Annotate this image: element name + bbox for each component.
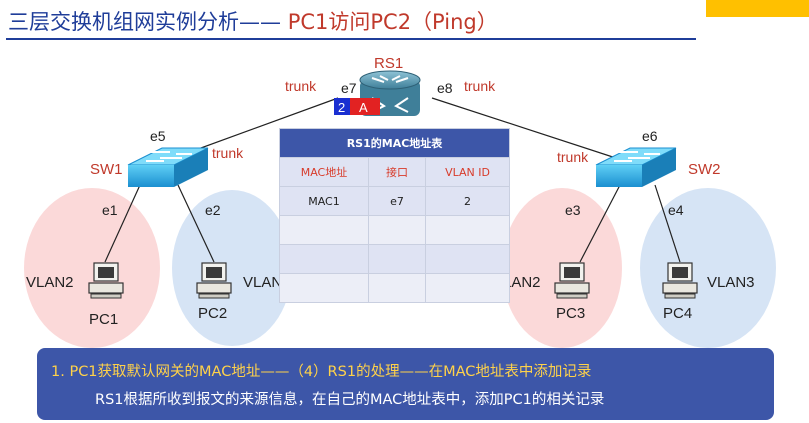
- title-sub: PC1访问PC2（Ping）: [287, 10, 498, 34]
- sw2-trunk: trunk: [557, 149, 589, 165]
- sw2-label: SW2: [688, 161, 721, 178]
- sw1-port-e1: e1: [102, 202, 118, 218]
- table-cell: [425, 244, 510, 274]
- sw2-port-e4: e4: [668, 202, 684, 218]
- pc2-icon: [196, 262, 232, 299]
- sw1-port-e2: e2: [205, 202, 221, 218]
- vlan-tag-text: 2: [338, 100, 345, 115]
- mac-table-caption: RS1的MAC地址表: [279, 128, 510, 158]
- table-cell: MAC1: [279, 186, 369, 216]
- link-sw1-pc1: [104, 184, 141, 263]
- page-title: 三层交换机组网实例分析—— PC1访问PC2（Ping）: [8, 6, 498, 36]
- pc2-name: PC2: [198, 305, 227, 322]
- vlan2-zone-left: [24, 188, 160, 348]
- router-label: RS1: [374, 55, 403, 72]
- pc3-name: PC3: [556, 305, 585, 322]
- sw1-label: SW1: [90, 161, 123, 178]
- banner-step-title: 1. PC1获取默认网关的MAC地址——（4）RS1的处理——在MAC地址表中添…: [51, 364, 592, 380]
- mac-table-header: 接口: [368, 157, 426, 187]
- router-trunk-right: trunk: [464, 78, 496, 94]
- pc1-vlan: VLAN2: [26, 274, 74, 291]
- table-cell: [279, 215, 369, 245]
- router-port-e8: e8: [437, 80, 453, 96]
- sw1-trunk: trunk: [212, 145, 244, 161]
- router-arrows-icon: [371, 75, 409, 83]
- table-cell: [425, 273, 510, 303]
- table-cell: [368, 215, 426, 245]
- table-cell: [279, 273, 369, 303]
- title-main: 三层交换机组网实例分析——: [8, 10, 281, 34]
- pc2-vlan: VLAN3: [243, 274, 291, 291]
- link-sw2-pc4: [654, 184, 681, 263]
- sw1-port-e5: e5: [150, 128, 166, 144]
- vlan3-zone-left: [172, 190, 292, 346]
- table-row: [279, 273, 510, 303]
- switch-sw2: [595, 147, 677, 187]
- explanation-banner: 1. PC1获取默认网关的MAC地址——（4）RS1的处理——在MAC地址表中添…: [37, 348, 774, 420]
- link-sw1-pc2: [177, 184, 215, 263]
- switch-arrows-icon: [614, 151, 660, 162]
- table-cell: [368, 273, 426, 303]
- router-trunk-left: trunk: [285, 78, 317, 94]
- table-row: [279, 215, 510, 245]
- pc1-name: PC1: [89, 311, 118, 328]
- mac-address-table: RS1的MAC地址表 MAC地址 接口 VLAN ID MAC1 e7 2: [279, 128, 510, 303]
- switch-sw1: [127, 147, 209, 187]
- switch-arrows-icon: [146, 151, 192, 162]
- table-row: MAC1 e7 2: [279, 186, 510, 216]
- sw2-port-e6: e6: [642, 128, 658, 144]
- pc1-icon: [88, 262, 124, 299]
- mac-table-header: VLAN ID: [425, 157, 510, 187]
- link-sw2-pc3: [579, 184, 621, 263]
- vlan3-zone-right: [640, 188, 776, 348]
- table-cell: e7: [368, 186, 426, 216]
- table-cell: 2: [425, 186, 510, 216]
- table-cell: [425, 215, 510, 245]
- banner-step-detail: RS1根据所收到报文的来源信息，在自己的MAC地址表中，添加PC1的相关记录: [95, 392, 605, 408]
- link-rs1-sw2: [431, 97, 623, 161]
- table-row: [279, 244, 510, 274]
- pc3-icon: [554, 262, 590, 299]
- corner-accent-bar: [706, 0, 809, 17]
- title-underline: [6, 38, 696, 40]
- frame-tag-box: [350, 98, 380, 115]
- table-cell: [279, 244, 369, 274]
- pc4-name: PC4: [663, 305, 692, 322]
- table-cell: [368, 244, 426, 274]
- router-port-e7: e7: [341, 80, 357, 96]
- sw2-port-e3: e3: [565, 202, 581, 218]
- vlan-tag-box: [334, 98, 350, 115]
- pc4-icon: [662, 262, 698, 299]
- mac-table-header: MAC地址: [279, 157, 369, 187]
- frame-tag-text: A: [359, 100, 368, 115]
- pc4-vlan: VLAN3: [707, 274, 755, 291]
